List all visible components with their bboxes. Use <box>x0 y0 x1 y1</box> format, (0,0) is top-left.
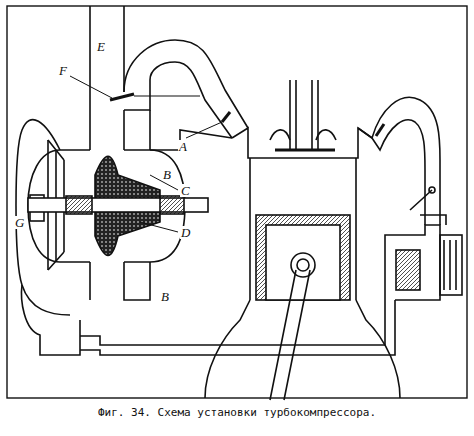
part-letter: A <box>178 140 188 153</box>
part-letter: F <box>58 64 68 77</box>
figure-caption: Фиг. 34. Схема установки турбокомпрессор… <box>0 406 474 419</box>
part-letter: G <box>14 216 25 229</box>
part-letter: B <box>162 168 172 181</box>
part-letter: B <box>160 290 170 303</box>
part-letter: C <box>180 184 191 197</box>
part-letter: E <box>96 40 106 53</box>
part-letter: D <box>180 226 191 239</box>
